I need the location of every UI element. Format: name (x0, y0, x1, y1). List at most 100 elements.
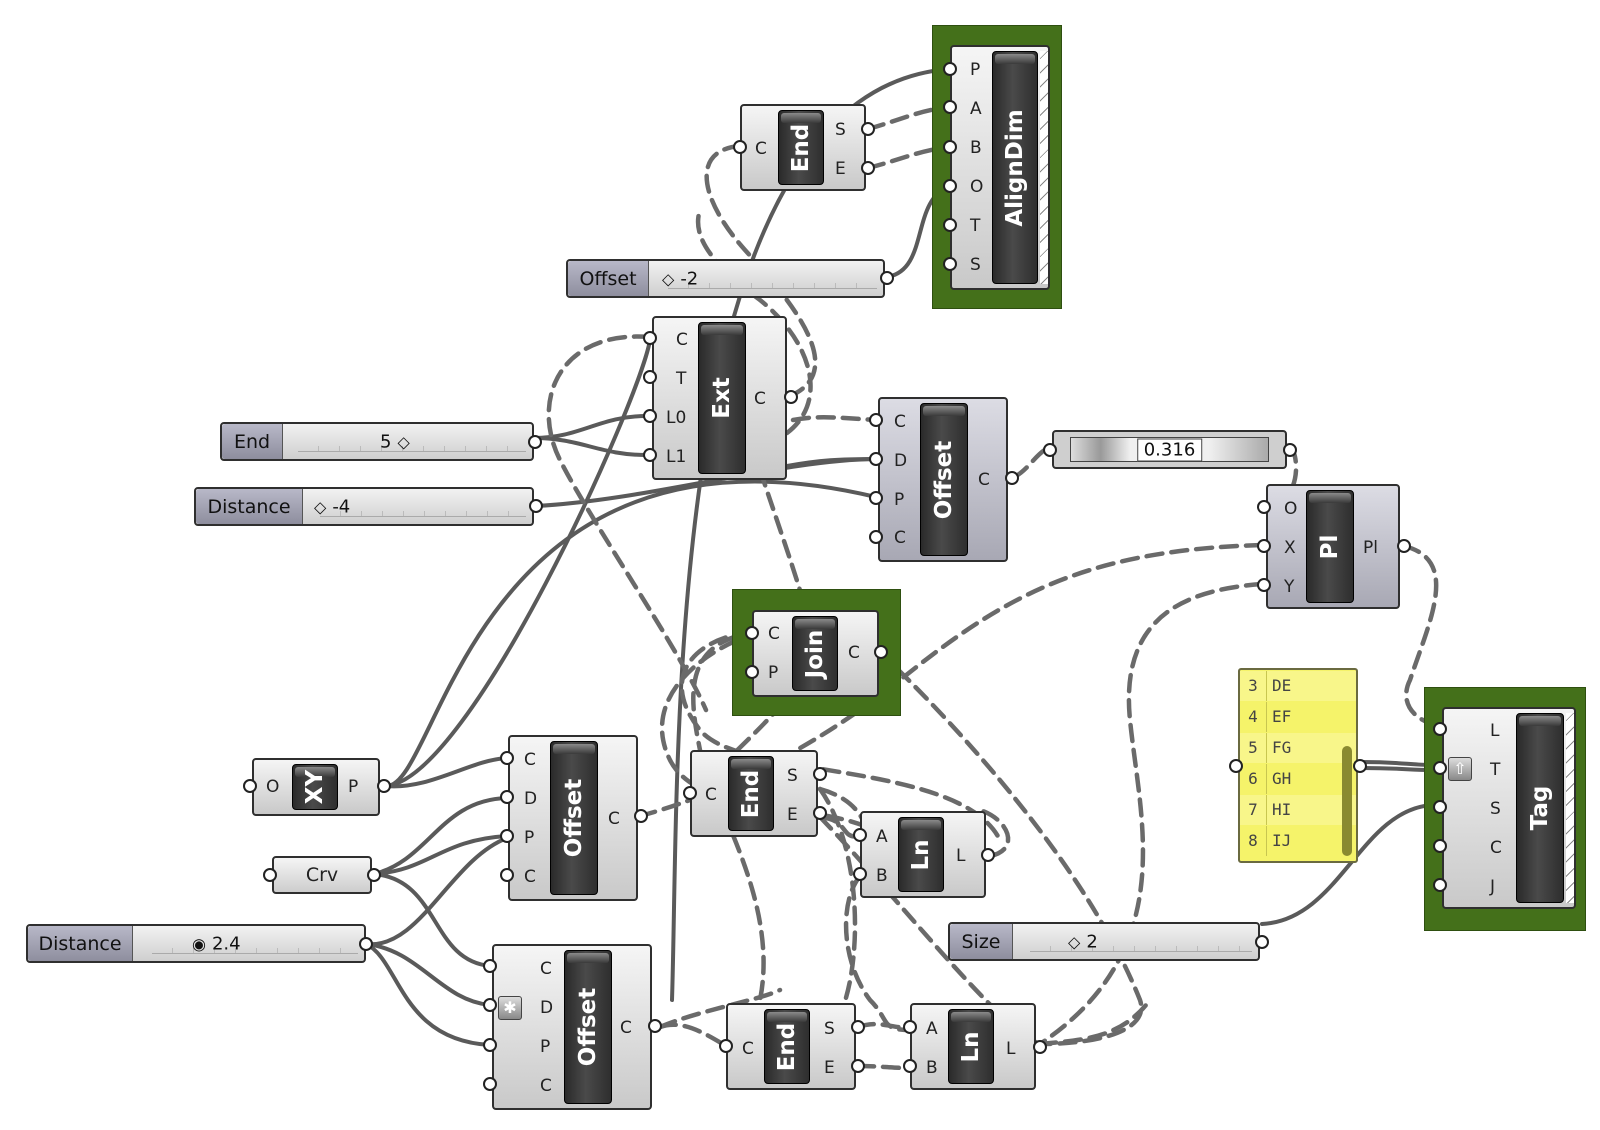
port[interactable] (869, 530, 883, 544)
size-slider[interactable]: Size ◇2 (948, 922, 1260, 961)
pl-input-x[interactable]: X (1284, 538, 1296, 558)
tag-input-j[interactable]: J (1490, 877, 1496, 897)
distance-slider-top-track[interactable] (320, 496, 526, 517)
ln-bottom-output-l[interactable]: L (1006, 1039, 1016, 1059)
port[interactable] (874, 645, 888, 659)
port[interactable] (648, 1019, 662, 1033)
offset-mid-output-c[interactable]: C (978, 470, 990, 490)
value-gauge[interactable]: 0.316 (1052, 430, 1287, 469)
offset-curve-component-bottom[interactable]: C D P C Offset C (492, 944, 652, 1110)
tag-input-c[interactable]: C (1490, 838, 1502, 858)
ext-input-c[interactable]: C (676, 330, 688, 350)
circle-icon[interactable]: ◉ (192, 934, 206, 953)
port[interactable] (643, 370, 657, 384)
ext-input-l0[interactable]: L0 (666, 408, 687, 428)
distance-slider-top[interactable]: Distance ◇-4 (194, 487, 534, 526)
join-output-c[interactable]: C (848, 643, 860, 663)
port[interactable] (1043, 443, 1057, 457)
end-bottom-output-e[interactable]: E (824, 1058, 835, 1078)
offset-left-input-c2[interactable]: C (524, 867, 536, 887)
port[interactable] (903, 1059, 917, 1073)
offset-left-output-c[interactable]: C (608, 809, 620, 829)
aligndim-input-t[interactable]: T (970, 216, 981, 236)
tag-input-s[interactable]: S (1490, 799, 1501, 819)
size-slider-value[interactable]: ◇2 (1068, 931, 1098, 952)
port[interactable] (1433, 878, 1447, 892)
diamond-icon[interactable]: ◇ (314, 497, 327, 516)
port[interactable] (1005, 471, 1019, 485)
port[interactable] (861, 161, 875, 175)
ext-output-c[interactable]: C (754, 389, 766, 409)
port[interactable] (500, 751, 514, 765)
port[interactable] (851, 1020, 865, 1034)
port[interactable] (1433, 722, 1447, 736)
offset-left-input-c[interactable]: C (524, 750, 536, 770)
ln-mid-input-b[interactable]: B (876, 866, 888, 886)
offset-mid-input-c2[interactable]: C (894, 528, 906, 548)
port[interactable] (1433, 839, 1447, 853)
diamond-icon[interactable]: ◇ (662, 269, 675, 288)
ext-input-l1[interactable]: L1 (666, 447, 687, 467)
port[interactable] (1033, 1040, 1047, 1054)
port[interactable] (1257, 578, 1271, 592)
offset-slider[interactable]: Offset ◇-2 (566, 259, 885, 298)
port[interactable] (1257, 500, 1271, 514)
distance-slider-bottom-track[interactable] (152, 933, 358, 954)
end-mid-output-e[interactable]: E (787, 805, 798, 825)
end-top-input-c[interactable]: C (755, 139, 767, 159)
port[interactable] (1229, 759, 1243, 773)
port[interactable] (733, 140, 747, 154)
end-bottom-input-c[interactable]: C (742, 1039, 754, 1059)
port[interactable] (869, 413, 883, 427)
end-points-component-bottom[interactable]: C End S E (726, 1003, 856, 1090)
offset-bottom-output-c[interactable]: C (620, 1018, 632, 1038)
offset-mid-input-p[interactable]: P (894, 490, 905, 510)
pl-output-pl[interactable]: Pl (1363, 538, 1378, 558)
port[interactable] (643, 409, 657, 423)
xy-input-o[interactable]: O (266, 777, 280, 797)
ln-bottom-input-b[interactable]: B (926, 1058, 938, 1078)
distance-slider-top-value[interactable]: ◇-4 (314, 496, 350, 517)
port[interactable] (483, 1038, 497, 1052)
port[interactable] (745, 626, 759, 640)
join-curves-component[interactable]: C P Join C (752, 610, 879, 697)
distance-slider-bottom[interactable]: Distance ◉2.4 (26, 924, 366, 963)
size-slider-track[interactable] (1030, 931, 1252, 952)
end-points-component-mid[interactable]: C End S E (690, 750, 818, 837)
offset-left-input-p[interactable]: P (524, 828, 535, 848)
line-component-bottom[interactable]: A B Ln L (910, 1003, 1036, 1090)
end-points-component-top[interactable]: C End S E (740, 104, 866, 191)
aligndim-input-p[interactable]: P (970, 60, 981, 80)
join-input-p[interactable]: P (768, 663, 779, 683)
port[interactable] (943, 62, 957, 76)
curve-parameter[interactable]: Crv (272, 856, 372, 894)
offset-bottom-input-c2[interactable]: C (540, 1076, 552, 1096)
line-component-mid[interactable]: A B Ln L (860, 811, 986, 898)
offset-bottom-input-d[interactable]: D (540, 998, 554, 1018)
offset-left-input-d[interactable]: D (524, 789, 538, 809)
port[interactable] (529, 499, 543, 513)
offset-curve-component-left[interactable]: C D P C Offset C (508, 735, 638, 901)
port[interactable] (359, 937, 373, 951)
port[interactable] (483, 998, 497, 1012)
tag-input-l[interactable]: L (1490, 721, 1500, 741)
distance-slider-bottom-value[interactable]: ◉2.4 (192, 933, 241, 954)
end-top-output-s[interactable]: S (835, 120, 846, 140)
plane-component[interactable]: O X Y Pl Pl (1266, 484, 1400, 609)
port[interactable] (943, 100, 957, 114)
end-mid-output-s[interactable]: S (787, 766, 798, 786)
port[interactable] (853, 828, 867, 842)
offset-mid-input-c[interactable]: C (894, 412, 906, 432)
port[interactable] (483, 1077, 497, 1091)
port[interactable] (634, 809, 648, 823)
end-slider-value[interactable]: 5◇ (380, 431, 416, 452)
aligndim-input-s[interactable]: S (970, 255, 981, 275)
tag-component[interactable]: L T S C J Tag (1442, 707, 1576, 909)
ln-mid-output-l[interactable]: L (956, 846, 966, 866)
port[interactable] (528, 435, 542, 449)
port[interactable] (813, 767, 827, 781)
panel-scrollbar[interactable] (1342, 746, 1352, 856)
aligndim-input-a[interactable]: A (970, 99, 982, 119)
port[interactable] (943, 140, 957, 154)
